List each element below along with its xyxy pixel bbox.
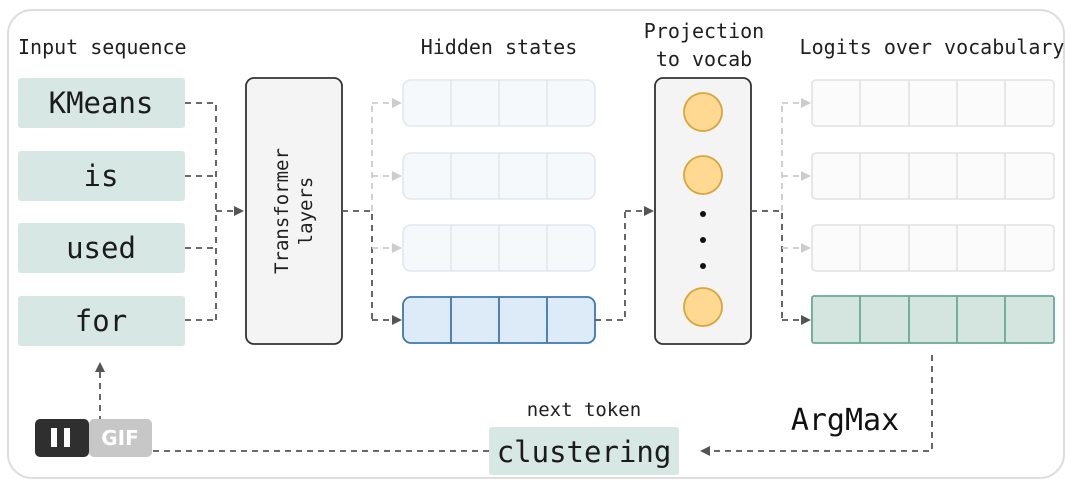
transformer-out-connector [342, 210, 373, 320]
hidden-state-row-active [402, 296, 596, 344]
gif-label: GIF [101, 426, 139, 450]
transformer-label-line1: Transformer [271, 148, 293, 274]
logit-row-1 [811, 79, 1055, 127]
input-merge-connector [185, 102, 217, 321]
token-used: used [66, 231, 136, 265]
input-sequence-heading: Input sequence [18, 35, 187, 59]
ellipsis-dot-1 [700, 211, 706, 217]
token-kmeans: KMeans [49, 86, 154, 120]
ellipsis-dot-3 [700, 263, 706, 269]
projection-heading-line2: to vocab [656, 47, 752, 71]
logit-row-active [811, 295, 1055, 344]
hidden-to-projection-connector [595, 211, 626, 321]
transformer-label-line2: layers [295, 177, 317, 246]
pause-icon-bar-right [64, 428, 70, 447]
hidden-state-row-1 [402, 79, 596, 127]
projection-out-connector [751, 210, 783, 320]
projection-heading-line1: Projection [644, 19, 764, 43]
next-token-label: next token [527, 399, 641, 421]
gif-badge[interactable] [89, 419, 152, 457]
pause-button[interactable] [35, 419, 89, 457]
logit-row-2 [811, 152, 1055, 200]
vocab-circle-1 [683, 92, 723, 132]
output-token-box [489, 427, 679, 475]
token-box-used [18, 223, 185, 273]
gif-player-control[interactable]: GIF [35, 419, 152, 457]
logit-row-3 [811, 224, 1055, 272]
vocab-circle-2 [683, 155, 723, 195]
token-is: is [84, 159, 119, 193]
hidden-states-heading: Hidden states [421, 35, 578, 59]
token-for: for [75, 304, 127, 338]
pause-icon-bar-left [51, 428, 57, 447]
token-box-kmeans [18, 78, 185, 128]
output-token: clustering [497, 435, 672, 469]
token-box-is [18, 151, 185, 201]
hidden-state-row-3 [402, 224, 596, 272]
ellipsis-dot-2 [700, 237, 706, 243]
logits-heading: Logits over vocabulary [800, 35, 1065, 59]
hidden-state-row-2 [402, 152, 596, 200]
argmax-label: ArgMax [791, 403, 899, 438]
token-box-for [18, 296, 185, 346]
vocab-circle-3 [683, 287, 723, 327]
transformer-block [245, 77, 343, 345]
